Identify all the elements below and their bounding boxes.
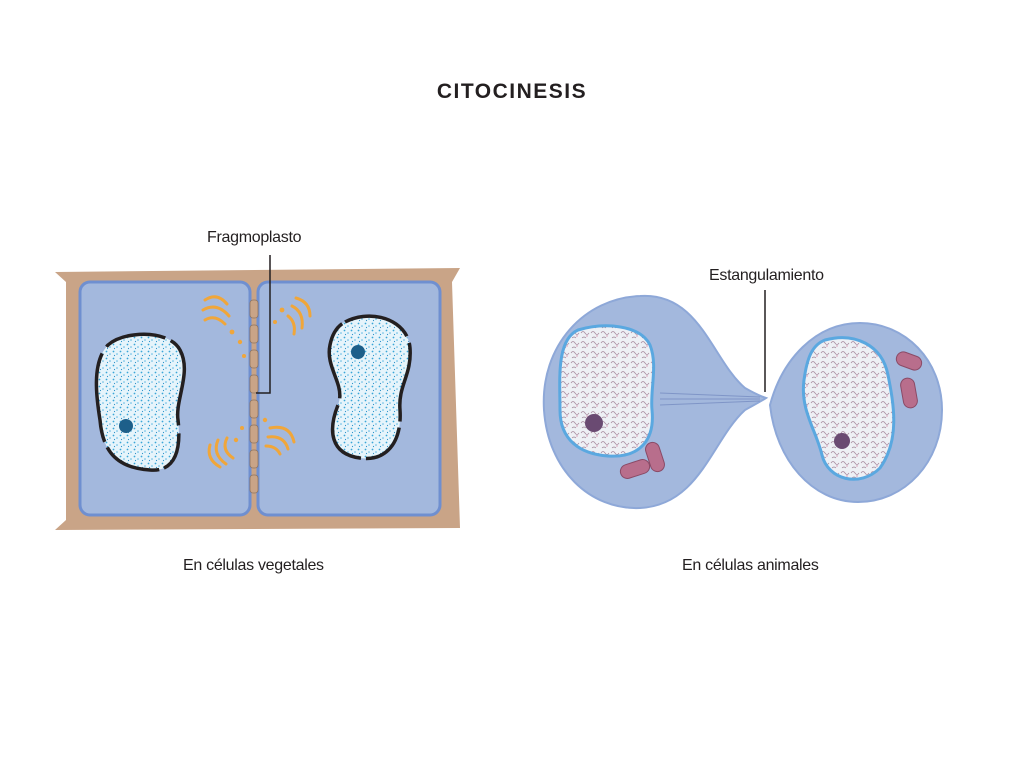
plant-cell-diagram — [55, 255, 460, 530]
plant-nucleus-left — [94, 332, 186, 472]
phragmoplast-plate — [249, 299, 259, 494]
mitochondria — [619, 351, 923, 479]
constriction-label: Estangulamiento — [709, 267, 824, 284]
plant-nucleolus-left — [119, 419, 133, 433]
vesicle-dots — [229, 307, 285, 443]
animal-cell-diagram — [542, 290, 944, 510]
animal-cells-caption: En células animales — [682, 557, 819, 574]
spindle-fibers — [659, 392, 761, 406]
plant-nucleolus-right — [351, 345, 365, 359]
golgi-vesicles — [201, 295, 312, 469]
animal-nucleus-left — [558, 324, 656, 458]
animal-nucleolus-right — [834, 433, 850, 449]
plant-nucleus-right — [327, 314, 412, 461]
animal-nucleus-right — [801, 336, 896, 481]
plant-cells-caption: En células vegetales — [183, 557, 324, 574]
phragmoplast-label: Fragmoplasto — [207, 229, 302, 246]
animal-nucleolus-left — [585, 414, 603, 432]
phragmoplast-pointer-line — [256, 255, 271, 394]
diagram-title: CITOCINESIS — [436, 80, 588, 103]
